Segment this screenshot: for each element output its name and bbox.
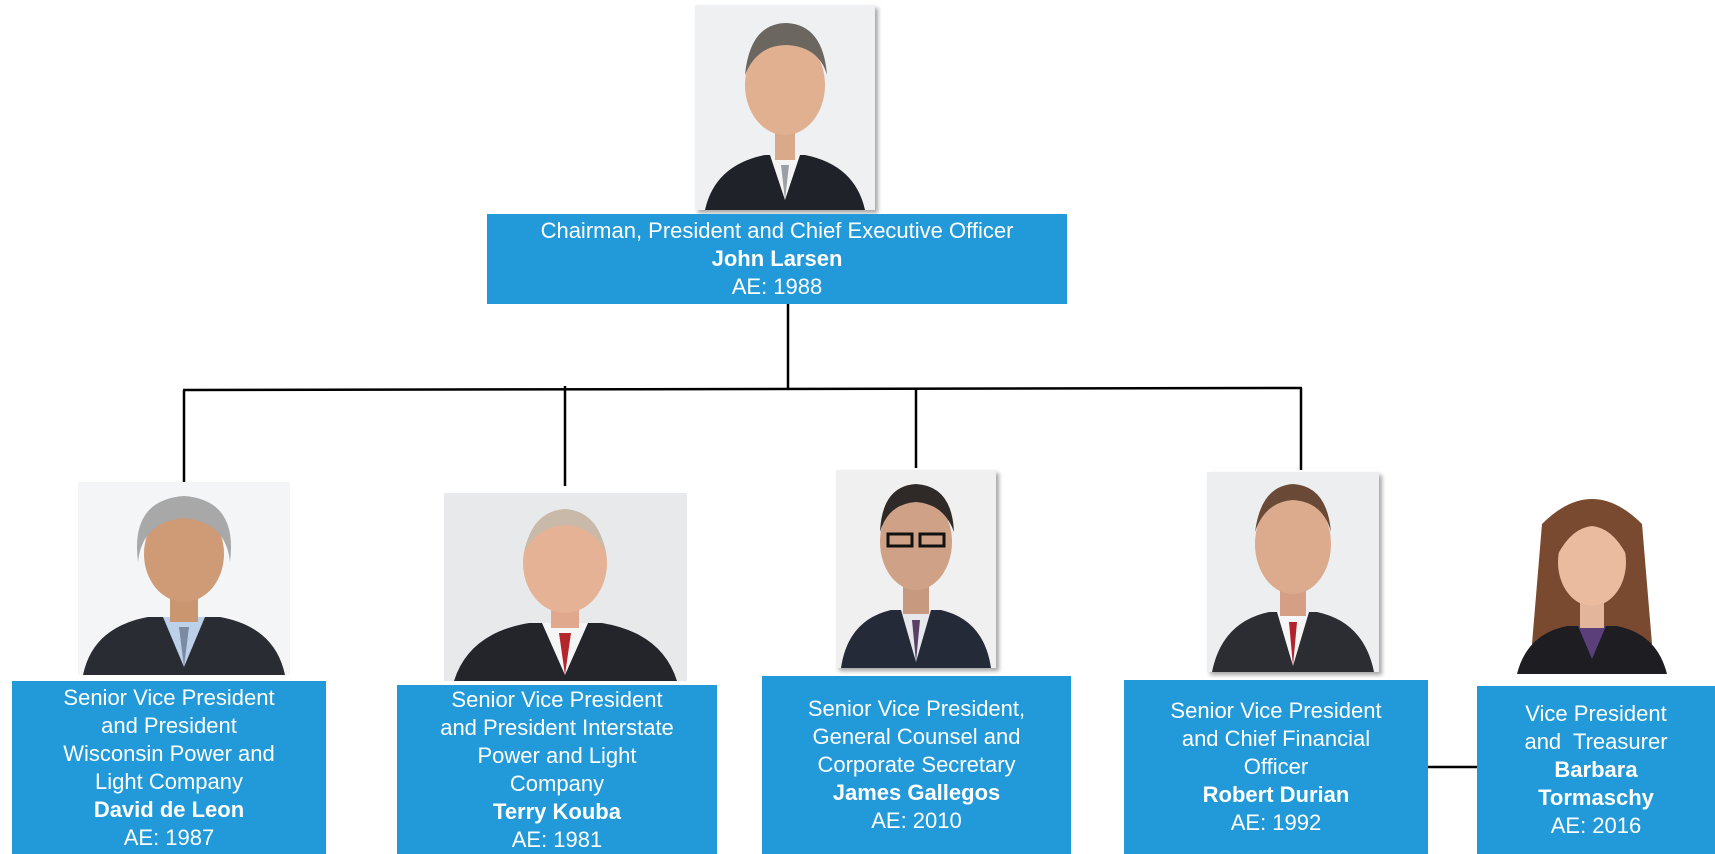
portrait-photo-icon xyxy=(695,5,875,210)
gallegos-title-line-2: General Counsel and xyxy=(812,724,1021,749)
gallegos-ae-year: AE: 2010 xyxy=(871,808,962,833)
gallegos-name: James Gallegos xyxy=(832,780,1001,805)
tormaschy-photo xyxy=(1512,484,1672,674)
kouba-title-line-3: Power and Light xyxy=(477,742,637,768)
durian-title-line-3: Officer xyxy=(1243,754,1309,779)
ceo-box: Chairman, President and Chief Executive … xyxy=(487,214,1067,304)
gallegos-photo xyxy=(836,470,996,668)
tormaschy-name-line-2: Tormaschy xyxy=(1538,785,1654,810)
tormaschy-title-line-2: and Treasurer xyxy=(1524,729,1668,754)
deleon-title-line-2: and President xyxy=(101,712,237,738)
durian-name: Robert Durian xyxy=(1202,782,1350,807)
deleon-ae-year: AE: 1987 xyxy=(123,824,215,850)
portrait-photo-icon xyxy=(1207,472,1379,672)
horizontal-bus-line xyxy=(182,386,1303,392)
deleon-name: David de Leon xyxy=(93,796,245,822)
deleon-title-line-4: Light Company xyxy=(95,768,243,794)
kouba-name: Terry Kouba xyxy=(493,798,621,824)
ceo-ae-year: AE: 1988 xyxy=(731,274,823,299)
portrait-photo-icon xyxy=(1512,484,1672,674)
ceo-name: John Larsen xyxy=(711,246,843,271)
kouba-photo xyxy=(444,493,687,681)
kouba-ae-year: AE: 1981 xyxy=(511,826,603,852)
deleon-photo xyxy=(78,482,290,675)
gallegos-box: Senior Vice President, General Counsel a… xyxy=(762,676,1071,854)
gallegos-title-line-1: Senior Vice President, xyxy=(807,696,1026,721)
tormaschy-name-line-1: Barbara xyxy=(1554,757,1638,782)
durian-box: Senior Vice President and Chief Financia… xyxy=(1124,680,1428,854)
tormaschy-ae-year: AE: 2016 xyxy=(1550,813,1642,838)
deleon-box: Senior Vice President and President Wisc… xyxy=(12,681,326,854)
ceo-photo xyxy=(695,5,875,210)
gallegos-title-line-3: Corporate Secretary xyxy=(817,752,1016,777)
durian-title-line-2: and Chief Financial xyxy=(1181,726,1371,751)
deleon-title-line-3: Wisconsin Power and xyxy=(63,740,275,766)
kouba-title-line-2: and President Interstate xyxy=(440,714,674,740)
durian-photo xyxy=(1207,472,1379,672)
durian-ae-year: AE: 1992 xyxy=(1230,810,1322,835)
durian-title-line-1: Senior Vice President xyxy=(1170,698,1382,723)
tormaschy-title-line-1: Vice President xyxy=(1525,701,1667,726)
portrait-photo-icon xyxy=(444,493,687,681)
ceo-title: Chairman, President and Chief Executive … xyxy=(540,218,1014,243)
deleon-title-line-1: Senior Vice President xyxy=(63,684,275,710)
kouba-box: Senior Vice President and President Inte… xyxy=(397,685,717,854)
kouba-title-line-4: Company xyxy=(509,770,605,796)
tormaschy-box: Vice President and Treasurer Barbara Tor… xyxy=(1477,686,1715,854)
kouba-title-line-1: Senior Vice President xyxy=(451,686,663,712)
portrait-photo-icon xyxy=(836,470,996,668)
portrait-photo-icon xyxy=(78,482,290,675)
